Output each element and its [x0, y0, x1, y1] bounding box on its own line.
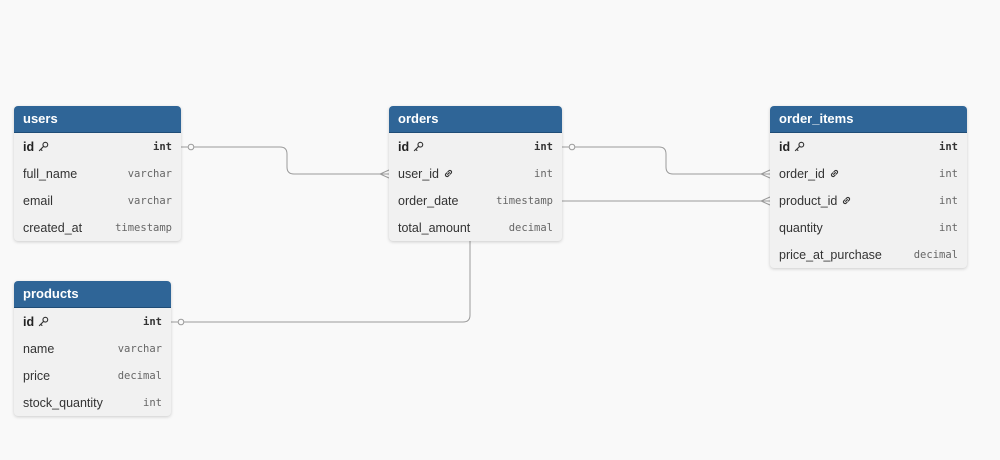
column-row[interactable]: stock_quantity int	[14, 389, 171, 416]
table-header[interactable]: users	[14, 106, 181, 133]
column-name: user_id	[398, 166, 439, 181]
table-header[interactable]: orders	[389, 106, 562, 133]
column-type: int	[939, 140, 958, 153]
column-type: varchar	[127, 194, 172, 207]
column-row[interactable]: order_id int	[770, 160, 967, 187]
column-row[interactable]: id int	[14, 133, 181, 160]
column-type: int	[143, 396, 162, 409]
link-icon	[841, 195, 852, 206]
column-name: id	[23, 139, 35, 154]
column-type: int	[534, 140, 553, 153]
column-name-group: order_id	[779, 167, 840, 181]
column-type: int	[939, 221, 958, 234]
column-name: quantity	[779, 220, 823, 235]
column-name: order_id	[779, 166, 825, 181]
relationship-users-orders[interactable]	[181, 143, 390, 179]
key-icon	[38, 141, 49, 152]
column-name: id	[398, 139, 410, 154]
column-row[interactable]: name varchar	[14, 335, 171, 362]
column-name-group: order_date	[398, 194, 458, 208]
column-name-group: price_at_purchase	[779, 248, 882, 262]
column-name: order_date	[398, 193, 459, 208]
column-row[interactable]: order_date timestamp	[389, 187, 562, 214]
column-row[interactable]: price_at_purchase decimal	[770, 241, 967, 268]
column-name-group: total_amount	[398, 221, 470, 235]
link-icon	[443, 168, 454, 179]
link-icon	[829, 168, 840, 179]
column-name-group: email	[23, 194, 53, 208]
column-name: total_amount	[398, 220, 471, 235]
column-type: decimal	[913, 248, 958, 261]
key-icon	[794, 141, 805, 152]
column-name-group: price	[23, 369, 50, 383]
column-row[interactable]: price decimal	[14, 362, 171, 389]
column-type: int	[534, 167, 553, 180]
column-row[interactable]: product_id int	[770, 187, 967, 214]
column-name: id	[23, 314, 35, 329]
column-name-group: quantity	[779, 221, 823, 235]
column-type: int	[939, 194, 958, 207]
table-products[interactable]: products id int name varchar price decimal sto…	[14, 281, 171, 416]
column-row[interactable]: user_id int	[389, 160, 562, 187]
key-icon	[413, 141, 424, 152]
column-name: product_id	[779, 193, 838, 208]
column-row[interactable]: email varchar	[14, 187, 181, 214]
column-type: int	[143, 315, 162, 328]
column-type: int	[153, 140, 172, 153]
column-type: decimal	[117, 369, 162, 382]
many-end-marker	[378, 169, 390, 179]
column-list: id int name varchar price decimal stock_quanti…	[14, 308, 171, 416]
one-end-marker	[177, 318, 185, 326]
table-orders[interactable]: orders id int user_id int order_date timestam…	[389, 106, 562, 241]
column-name-group: id	[23, 140, 49, 154]
column-name: price	[23, 368, 51, 383]
one-end-marker	[187, 143, 195, 151]
column-name: price_at_purchase	[779, 247, 882, 262]
column-name: id	[779, 139, 791, 154]
column-name-group: created_at	[23, 221, 82, 235]
column-list: id int user_id int order_date timestamp total_…	[389, 133, 562, 241]
one-end-marker	[568, 143, 576, 151]
column-row[interactable]: total_amount decimal	[389, 214, 562, 241]
column-type: timestamp	[115, 221, 172, 234]
column-name-group: user_id	[398, 167, 454, 181]
column-name-group: id	[23, 315, 49, 329]
relationship-orders-order-items[interactable]	[562, 143, 771, 179]
column-row[interactable]: quantity int	[770, 214, 967, 241]
column-row[interactable]: id int	[770, 133, 967, 160]
table-header[interactable]: products	[14, 281, 171, 308]
column-type: decimal	[508, 221, 553, 234]
column-type: timestamp	[496, 194, 553, 207]
column-row[interactable]: created_at timestamp	[14, 214, 181, 241]
column-type: varchar	[117, 342, 162, 355]
column-name: full_name	[23, 166, 78, 181]
many-end-marker	[759, 169, 771, 179]
column-name-group: stock_quantity	[23, 396, 103, 410]
table-header[interactable]: order_items	[770, 106, 967, 133]
column-name-group: name	[23, 342, 54, 356]
column-type: varchar	[127, 167, 172, 180]
column-row[interactable]: id int	[389, 133, 562, 160]
column-row[interactable]: id int	[14, 308, 171, 335]
column-row[interactable]: full_name varchar	[14, 160, 181, 187]
column-name-group: id	[398, 140, 424, 154]
column-name-group: full_name	[23, 167, 77, 181]
column-name: email	[23, 193, 53, 208]
column-name-group: product_id	[779, 194, 852, 208]
column-name: name	[23, 341, 55, 356]
column-name-group: id	[779, 140, 805, 154]
many-end-marker	[759, 196, 771, 206]
column-name: created_at	[23, 220, 83, 235]
column-type: int	[939, 167, 958, 180]
key-icon	[38, 316, 49, 327]
column-name: stock_quantity	[23, 395, 103, 410]
